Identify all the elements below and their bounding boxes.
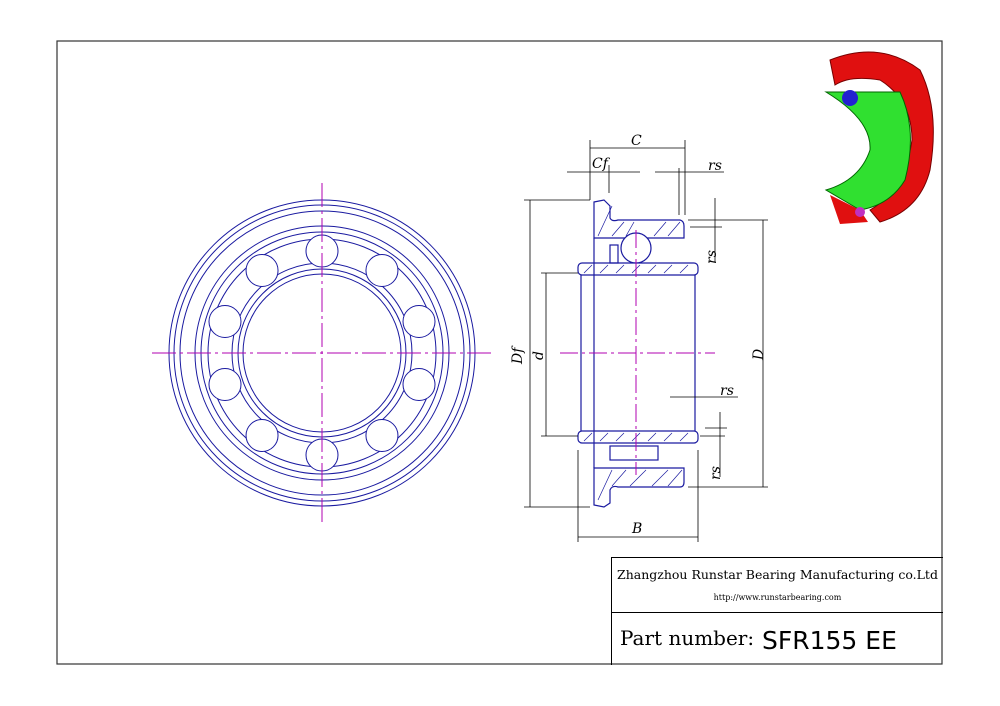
part-number-value: SFR155 EE (762, 626, 897, 655)
dim-Df: Df (510, 345, 526, 365)
company-url: http://www.runstarbearing.com (713, 593, 842, 602)
part-number-label: Part number: (620, 626, 755, 650)
dim-rs-top: rs (708, 158, 722, 174)
section-centerlines (560, 230, 715, 475)
title-block-divider (612, 612, 943, 613)
ball (245, 253, 279, 287)
ball (402, 368, 436, 402)
dim-D: D (751, 349, 767, 361)
title-block: Zhangzhou Runstar Bearing Manufacturing … (611, 557, 943, 665)
ball (402, 304, 436, 338)
dim-rs-vert-bottom: rs (708, 466, 724, 480)
bearing-3d-render (824, 51, 934, 224)
dim-B: B (631, 521, 642, 537)
ball (245, 419, 279, 453)
dim-rs-vert-top: rs (704, 250, 720, 264)
dim-C: C (631, 133, 642, 149)
drawing-border (56, 40, 943, 665)
ball (208, 304, 242, 338)
dim-d: d (531, 351, 547, 360)
ball (208, 368, 242, 402)
balls (208, 234, 436, 472)
company-name: Zhangzhou Runstar Bearing Manufacturing … (617, 567, 938, 582)
ball (365, 419, 399, 453)
dim-Cf: Cf (592, 156, 611, 172)
front-centerlines (152, 183, 492, 525)
dimension-lines (524, 140, 768, 542)
section-view (577, 199, 699, 508)
dim-rs-right: rs (720, 383, 734, 399)
ball (365, 253, 399, 287)
